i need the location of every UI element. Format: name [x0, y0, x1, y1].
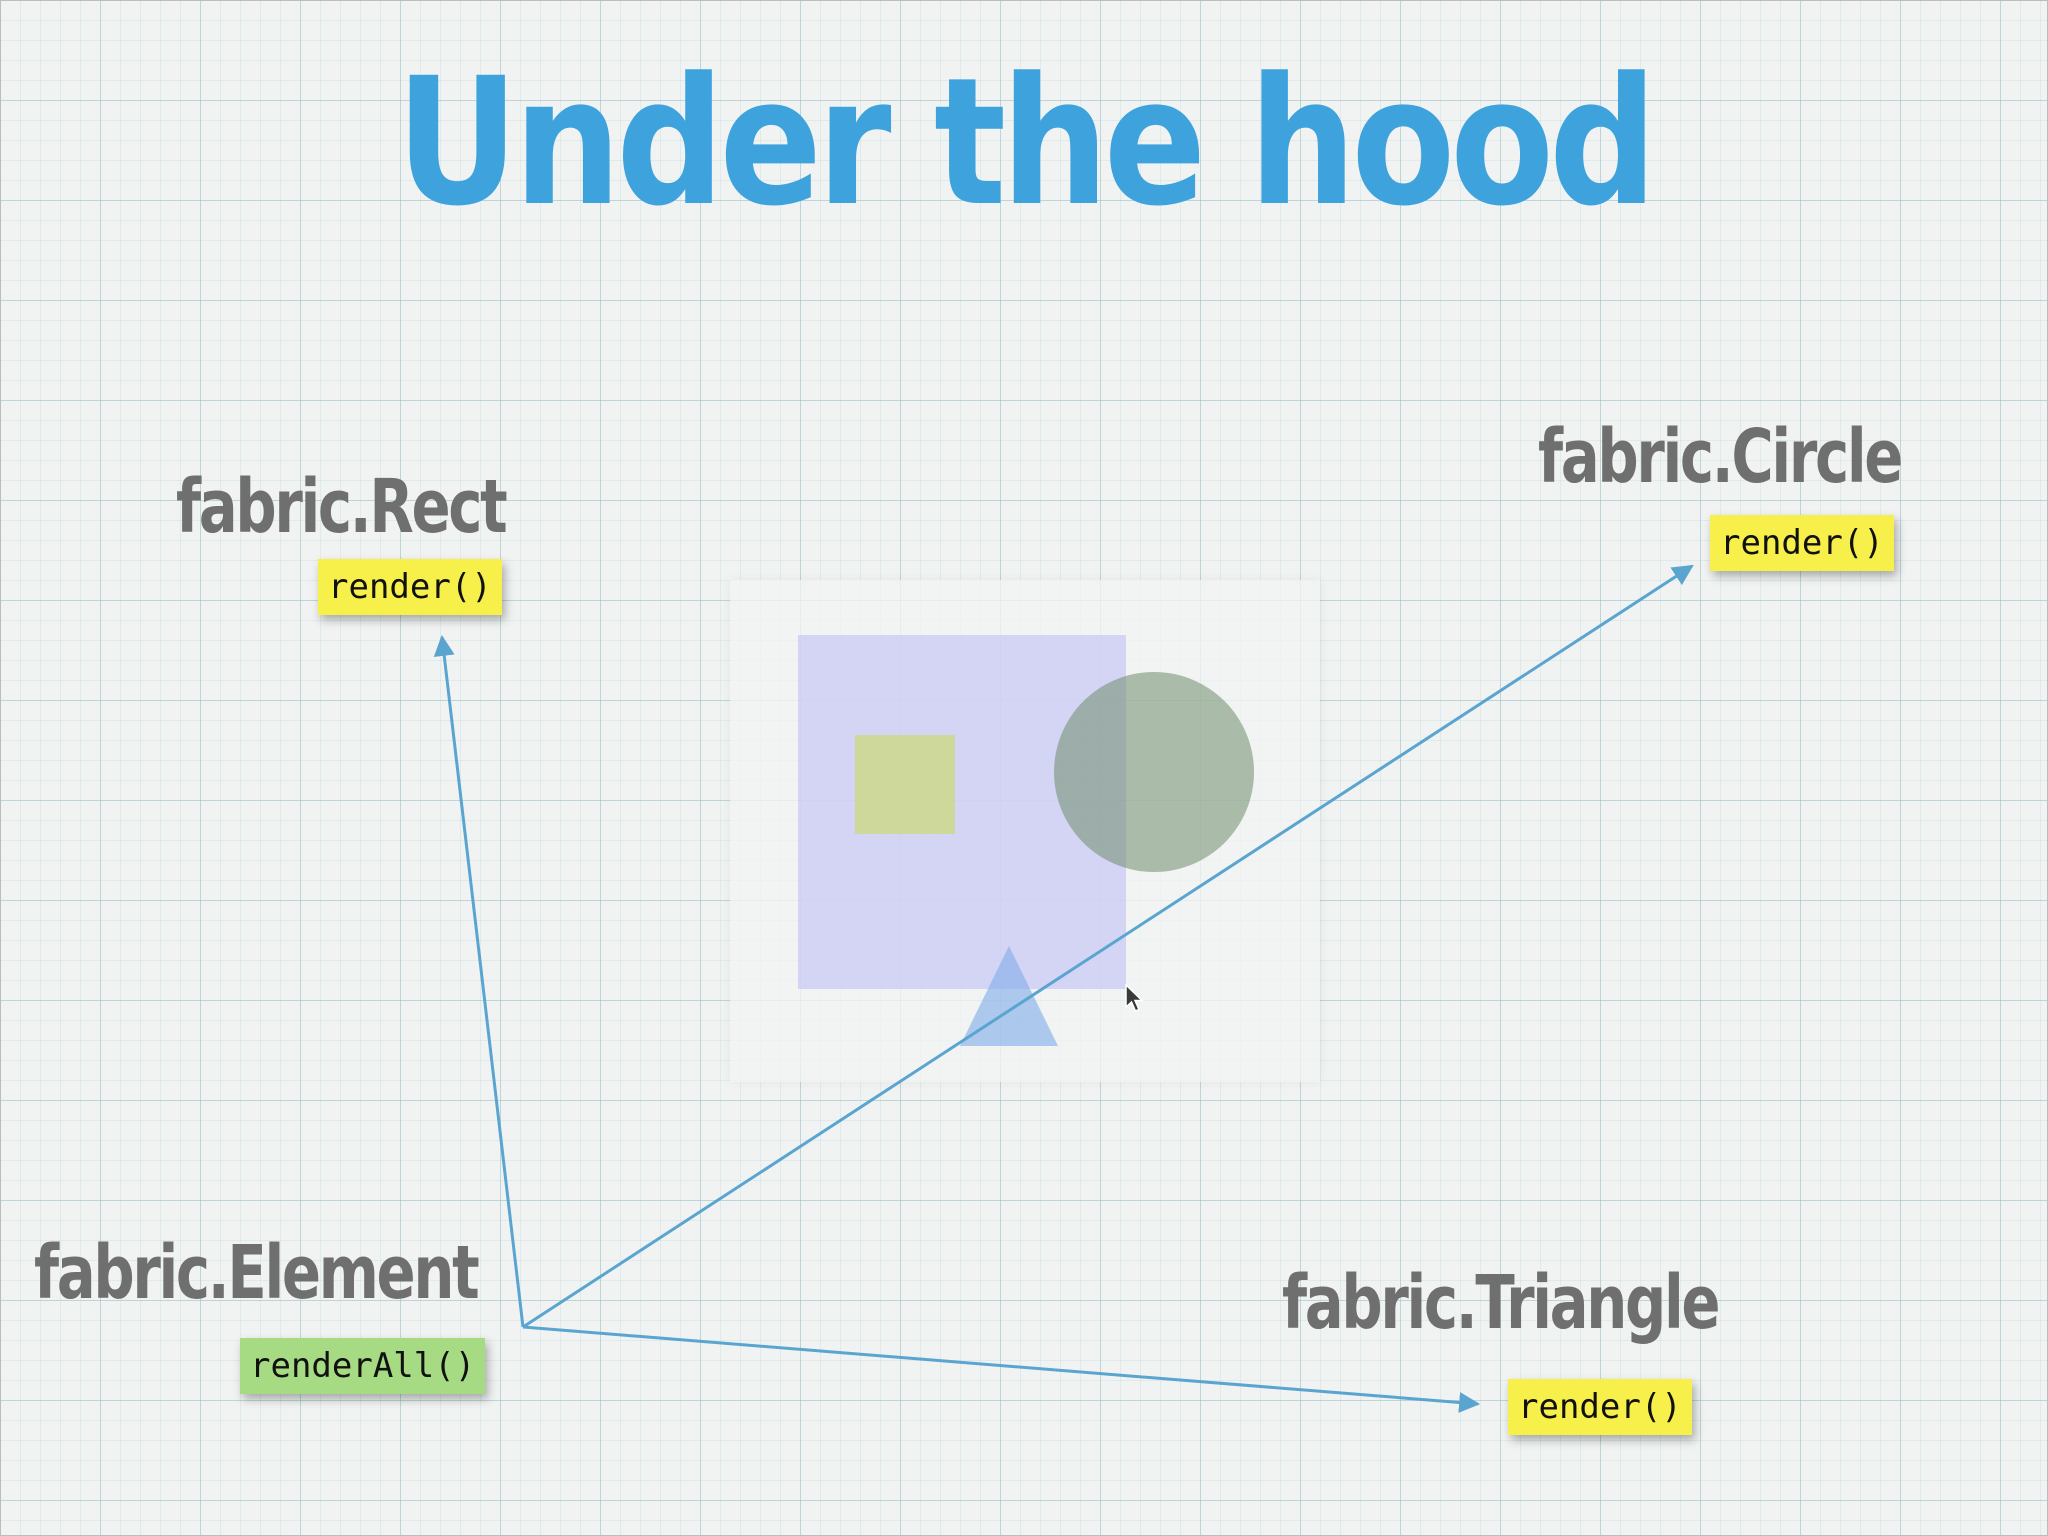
arrow-cursor-icon — [1125, 984, 1144, 1012]
triangle-render-badge: render() — [1508, 1379, 1692, 1435]
canvas-preview — [730, 580, 1320, 1082]
small-rect-shape — [855, 735, 955, 834]
circle-class-label: fabric.Circle — [1538, 414, 1903, 500]
circle-render-badge: render() — [1710, 515, 1894, 571]
triangle-shape — [960, 946, 1058, 1046]
element-class-label: fabric.Element — [34, 1230, 480, 1316]
slide-title: Under the hood — [395, 40, 1657, 245]
circle-shape — [1054, 672, 1254, 872]
rect-class-label: fabric.Rect — [176, 464, 508, 550]
element-renderall-badge: renderAll() — [240, 1338, 486, 1394]
triangle-class-label: fabric.Triangle — [1282, 1260, 1721, 1346]
rect-render-badge: render() — [318, 559, 502, 615]
arrow-element-to-rect — [433, 634, 525, 1328]
